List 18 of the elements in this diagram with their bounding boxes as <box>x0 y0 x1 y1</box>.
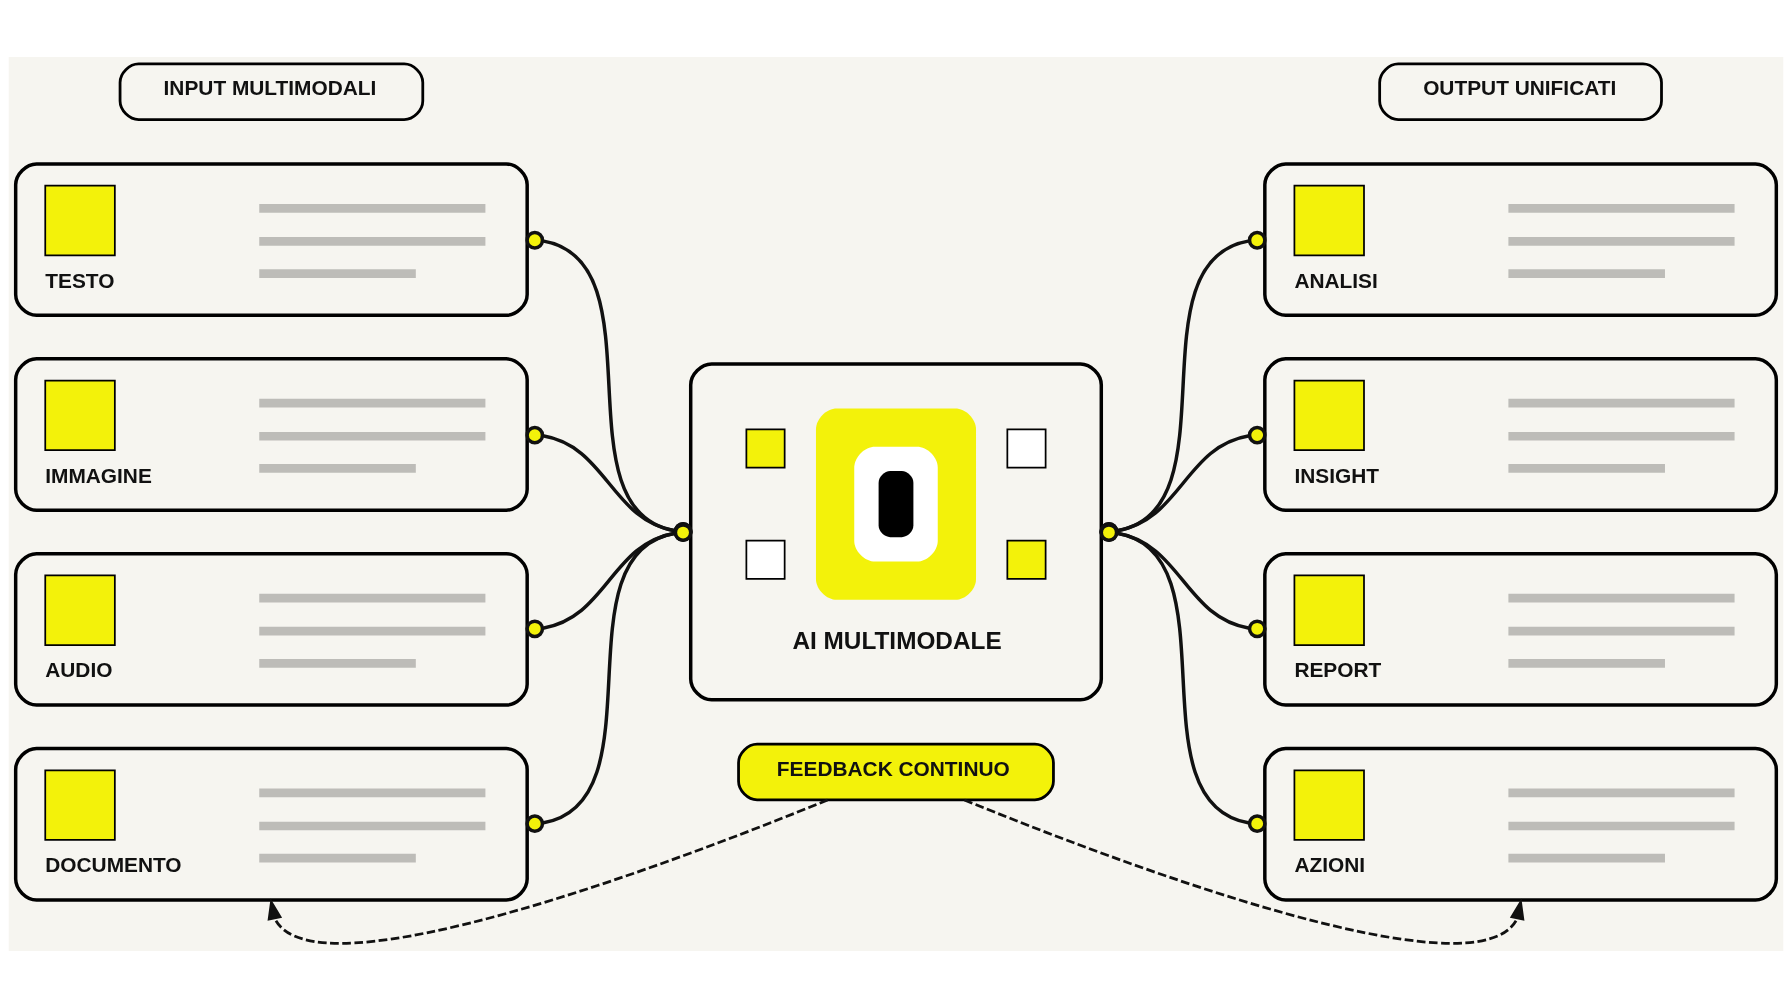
connector <box>525 425 693 541</box>
node-box: DOCUMENTO <box>13 746 529 902</box>
connector <box>525 523 693 834</box>
node-box: IMMAGINE <box>13 357 529 512</box>
arrow <box>267 798 829 945</box>
node-box: ANALISI <box>1263 162 1779 318</box>
node-box: INSIGHT <box>1263 357 1779 512</box>
node-box: OUTPUT UNIFICATI <box>1378 62 1663 121</box>
node-box: AZIONI <box>1263 746 1779 902</box>
node-box: AUDIO <box>13 551 529 707</box>
connector <box>525 230 693 541</box>
node-box: INPUT MULTIMODALI <box>118 62 425 121</box>
node-box: AI MULTIMODALE <box>688 362 1104 702</box>
connector <box>525 523 693 639</box>
node-box: FEEDBACK CONTINUO <box>737 742 1055 802</box>
node-box: REPORT <box>1263 551 1779 707</box>
node-box: TESTO <box>13 162 529 318</box>
arrow <box>963 798 1525 945</box>
